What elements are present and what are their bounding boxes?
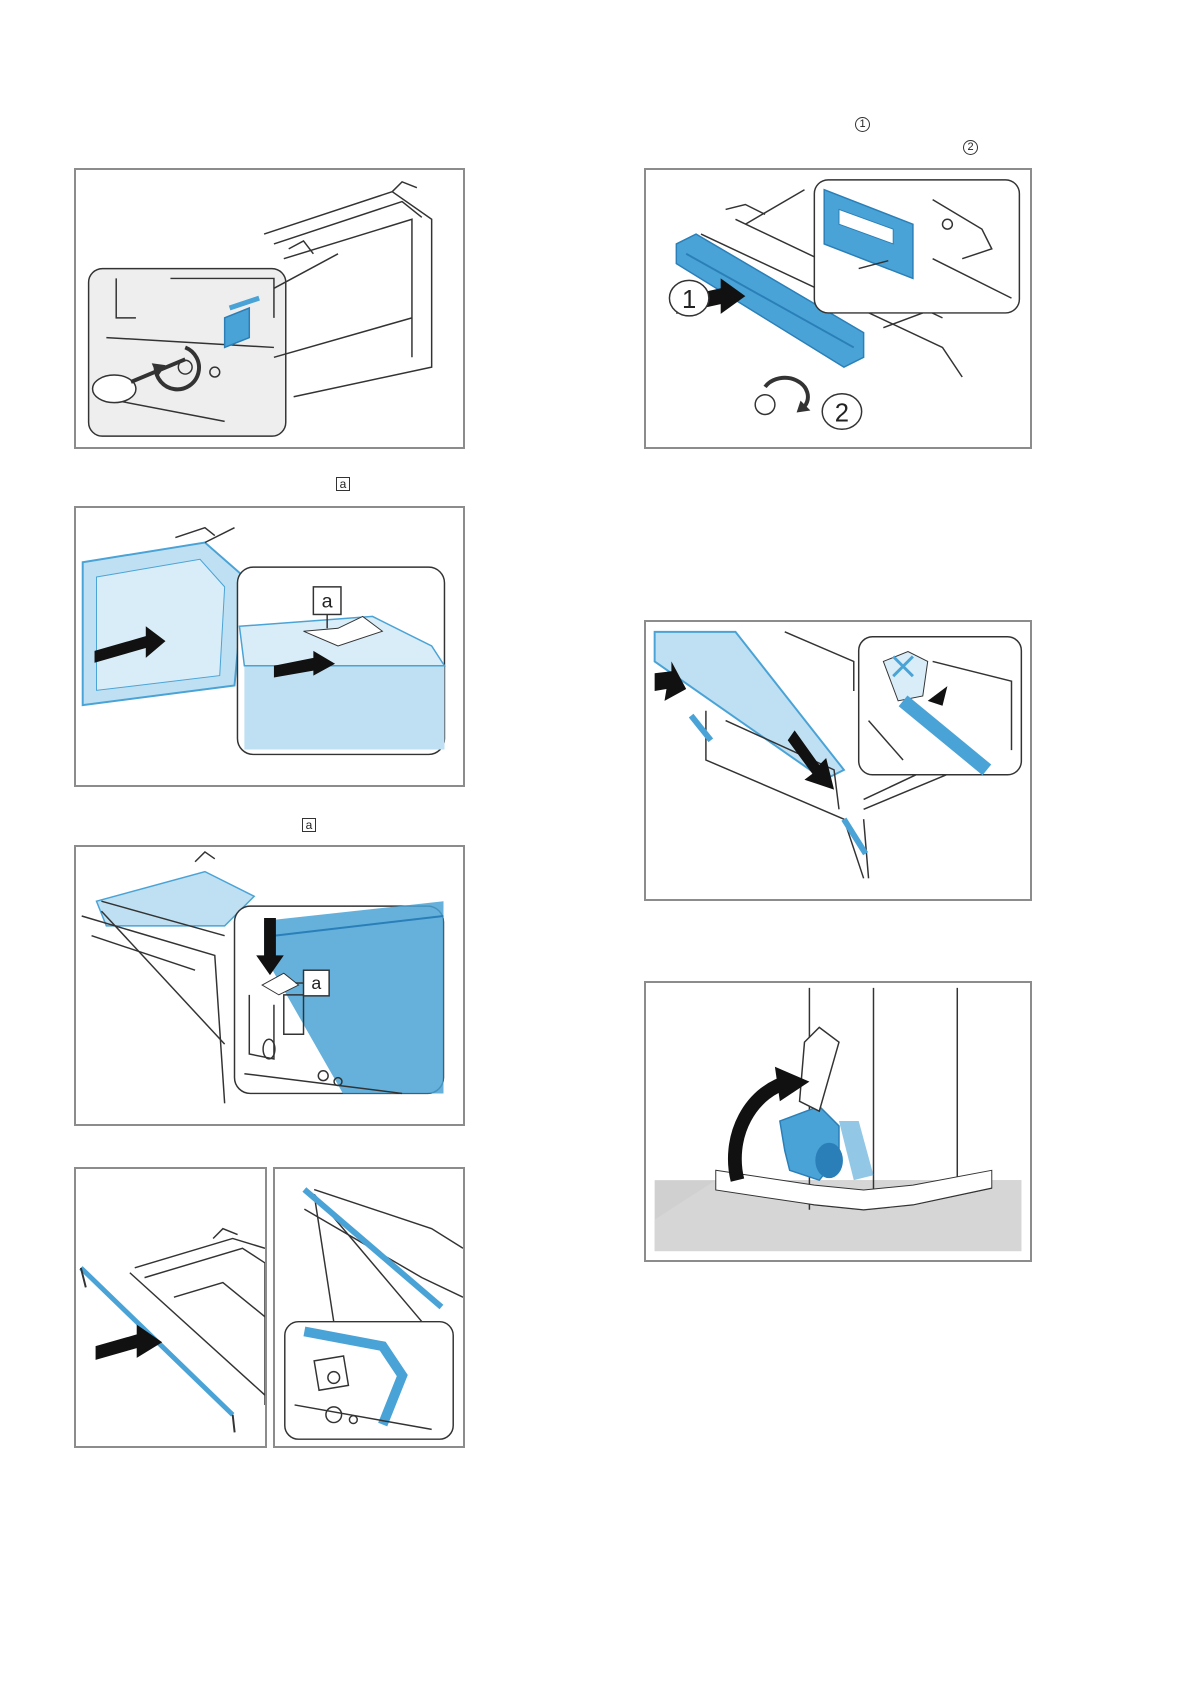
- figure-bar-insert: [74, 1167, 267, 1448]
- marker-1: 1: [855, 117, 870, 132]
- figure-side-profile: 1 2: [644, 168, 1032, 449]
- step-2-label: 2: [835, 399, 849, 427]
- figure-hinge-screw: [74, 168, 465, 449]
- figure-glass-press: a: [74, 845, 465, 1126]
- marker-2: 2: [963, 140, 978, 155]
- figure-door-close: [644, 620, 1032, 901]
- marker-a-2: a: [302, 818, 316, 832]
- marker-a-1: a: [336, 477, 350, 491]
- figure-hinge-lever: [644, 981, 1032, 1262]
- callout-a-2: a: [311, 973, 321, 993]
- step-1-label: 1: [682, 286, 696, 314]
- figure-bar-clip: [273, 1167, 465, 1448]
- figure-glass-insert: a: [74, 506, 465, 787]
- callout-a: a: [322, 591, 333, 613]
